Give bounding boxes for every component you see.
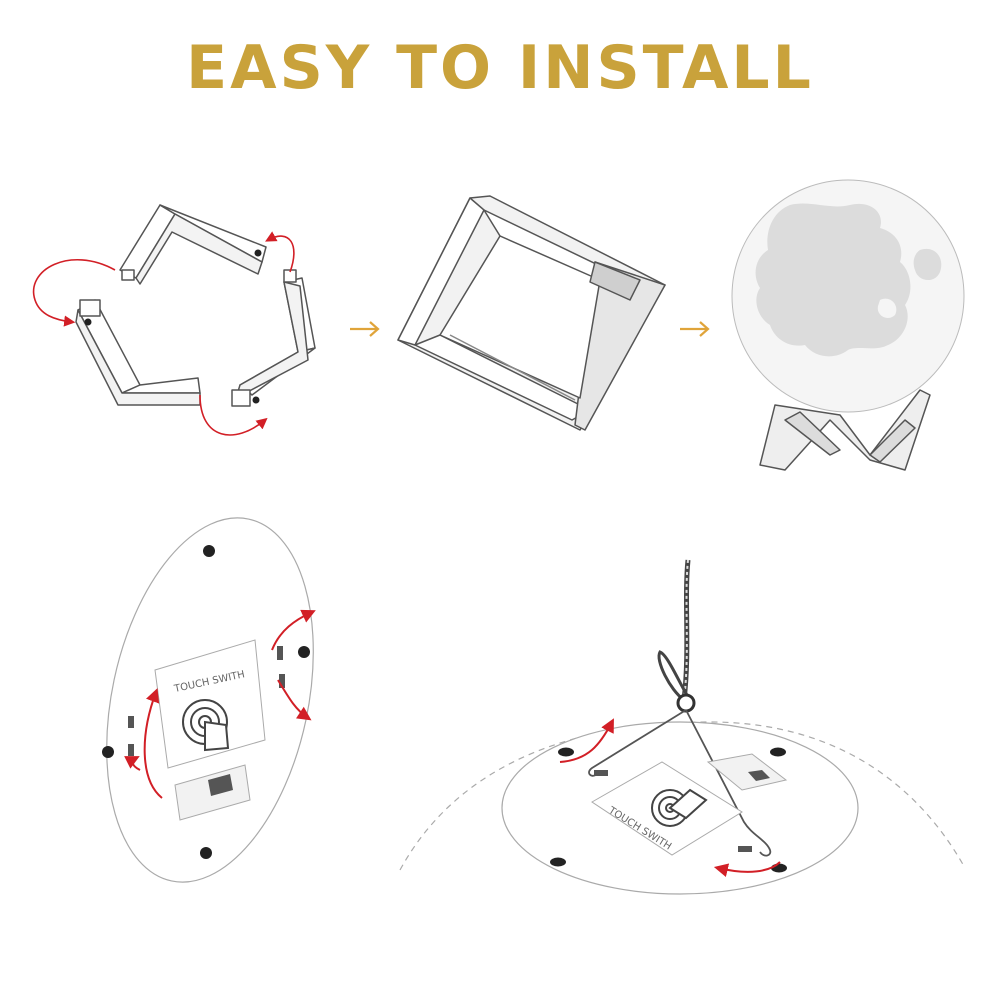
red-arrow <box>271 609 316 651</box>
mount-hole <box>200 847 212 859</box>
base-plate-diagram: TOUCH SWITH <box>102 517 316 883</box>
touch-icon <box>651 788 708 827</box>
moon-craters <box>755 203 942 357</box>
mount-hole <box>298 646 310 658</box>
mount-hole <box>550 857 566 867</box>
usb-connector <box>174 764 251 821</box>
touch-switch-board: TOUCH SWITH <box>154 639 266 769</box>
red-arrow-left <box>32 259 116 327</box>
mount-hole <box>558 747 574 757</box>
red-arrow-top <box>265 231 295 273</box>
assembled-stand-diagram <box>397 195 666 431</box>
stand-pieces-diagram <box>75 204 316 407</box>
usb-connector <box>706 753 788 791</box>
moon-stand <box>759 389 931 471</box>
red-arrow <box>713 861 781 878</box>
clip-slots <box>128 646 285 756</box>
rotation-arrows <box>124 609 316 799</box>
mount-hole <box>203 545 215 557</box>
red-arrow <box>277 679 312 721</box>
clip-slots <box>594 770 752 852</box>
mount-hole <box>102 746 114 758</box>
hanging-install-diagram: TOUCH SWITH <box>399 559 966 895</box>
stand-piece-top <box>119 204 267 285</box>
mount-hole <box>770 747 786 757</box>
page-title: EASY TO INSTALL <box>186 33 814 103</box>
mount-hole <box>771 863 787 873</box>
red-arrow-bottom <box>199 394 268 436</box>
rotation-arrows <box>559 718 781 878</box>
red-arrow <box>124 756 141 771</box>
next-step-arrow <box>350 321 380 337</box>
next-step-arrow <box>680 321 710 337</box>
connection-arrows <box>32 231 295 436</box>
touch-icon <box>182 699 230 752</box>
red-arrow <box>143 688 163 799</box>
stand-piece-left <box>75 299 201 406</box>
red-arrow <box>559 718 614 763</box>
moon-on-stand-diagram <box>731 179 965 471</box>
hanging-rope <box>657 559 696 713</box>
stand-piece-right <box>231 269 316 407</box>
